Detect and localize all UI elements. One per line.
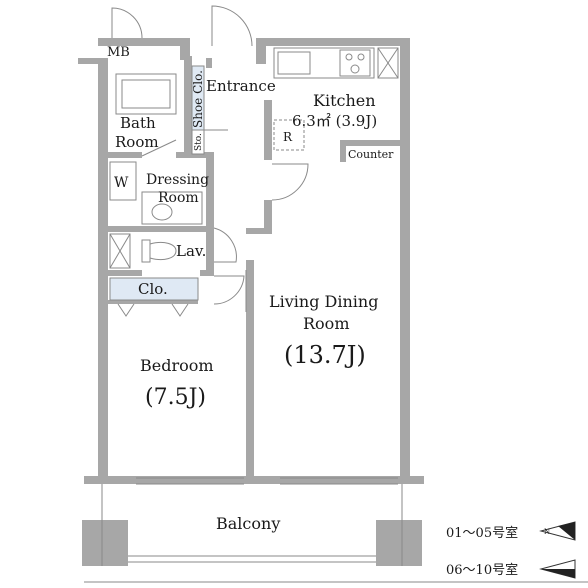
refrigerator-icon xyxy=(273,119,305,151)
fixtures xyxy=(109,47,399,317)
dressing-label-line2: Room xyxy=(158,190,199,206)
bedroom-size-label: (7.5J) xyxy=(145,385,206,410)
north-arrow-icon: N xyxy=(539,521,576,541)
entrance-label: Entrance xyxy=(206,77,276,95)
svg-text:N: N xyxy=(544,528,550,536)
lav-label: Lav. xyxy=(176,242,206,260)
mb-label: MB xyxy=(107,45,130,60)
living-size-label: (13.7J) xyxy=(284,341,366,369)
living-label-line2: Room xyxy=(303,314,349,333)
bedroom-label: Bedroom xyxy=(140,356,214,375)
orientation-legend: 01～05号室 N 06～10号室 xyxy=(446,521,576,579)
closet-label: Clo. xyxy=(138,280,168,298)
toilet-icon xyxy=(141,239,151,263)
counter-label: Counter xyxy=(348,148,394,161)
balcony-label: Balcony xyxy=(216,514,280,533)
bath-label-line2: Room xyxy=(115,133,159,151)
legend-label-2: 06～10号室 xyxy=(446,562,518,578)
north-arrow-icon xyxy=(539,559,576,579)
windows xyxy=(84,477,588,583)
dressing-label-line1: Dressing xyxy=(146,172,209,188)
living-label-line1: Living Dining xyxy=(269,292,378,311)
room-labels: MB Entrance Shoe Clo. Sto. Kitchen 6.3㎡ … xyxy=(107,45,394,533)
refrigerator-label: R xyxy=(283,130,293,144)
storage-label: Sto. xyxy=(194,133,204,151)
kitchen-label: Kitchen xyxy=(313,91,376,110)
legend-label-1: 01～05号室 xyxy=(446,525,518,541)
kitchen-size-label: 6.3㎡ (3.9J) xyxy=(292,112,377,130)
doors xyxy=(111,5,309,312)
washer-icon xyxy=(109,161,137,201)
washbasin-icon xyxy=(141,191,203,225)
washer-label: W xyxy=(114,175,129,191)
stove-icon xyxy=(339,49,371,77)
walls xyxy=(78,38,424,566)
bath-label-line1: Bath xyxy=(120,114,156,132)
shoe-closet-label: Shoe Clo. xyxy=(191,70,205,128)
closet-icon xyxy=(109,277,199,301)
sink-icon xyxy=(277,51,311,75)
